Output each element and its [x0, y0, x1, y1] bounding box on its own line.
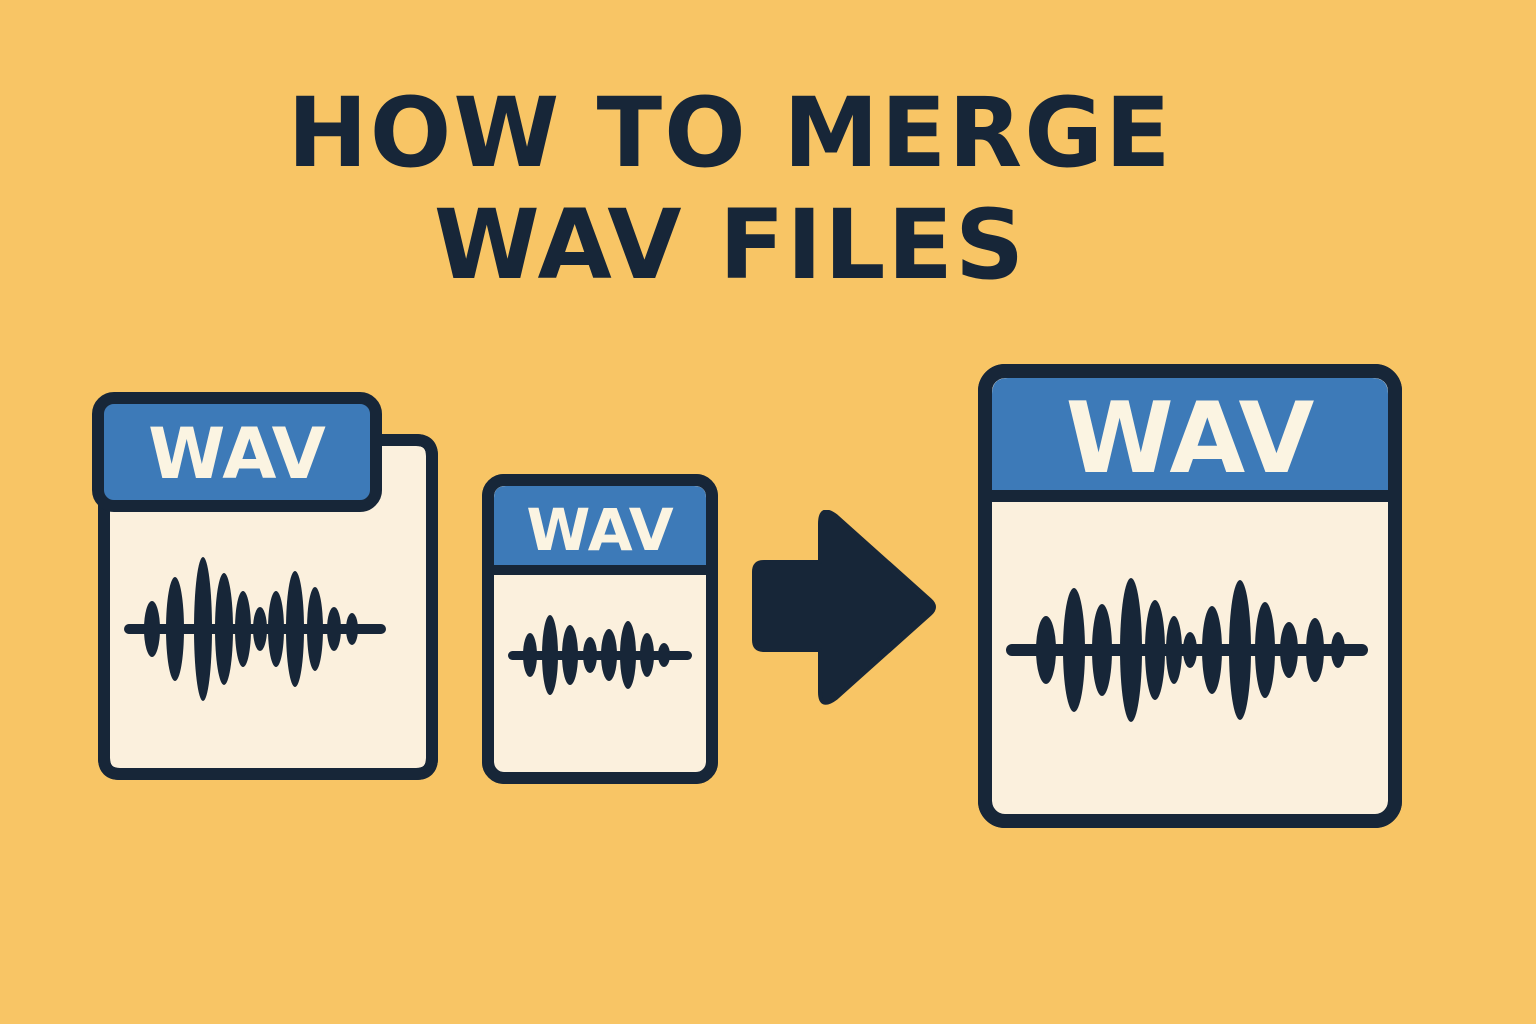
- svg-text:WAV: WAV: [148, 413, 326, 495]
- svg-text:WAV: WAV: [526, 496, 673, 564]
- wav-file-icon: WAV: [482, 474, 718, 784]
- waveform-icon: [1006, 578, 1368, 722]
- wav-file-icon: WAV: [90, 392, 438, 786]
- title-line-2: WAV FILES: [433, 189, 1027, 301]
- title-line-1: HOW TO MERGE: [287, 77, 1173, 189]
- wav-file-icon: WAV: [978, 364, 1402, 828]
- svg-text:WAV: WAV: [1066, 382, 1315, 496]
- arrow-right-icon: [750, 510, 940, 710]
- waveform-icon: [124, 557, 386, 701]
- waveform-icon: [508, 615, 692, 695]
